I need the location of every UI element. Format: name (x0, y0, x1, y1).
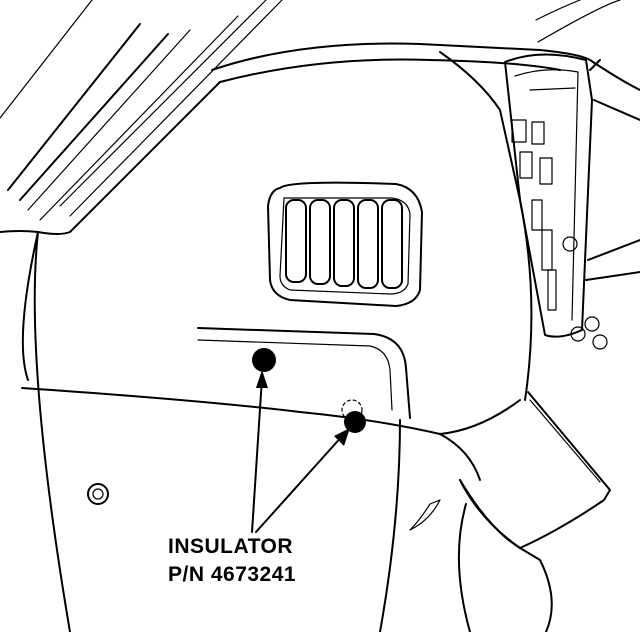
insulator-marker-lower (344, 411, 366, 433)
arrowhead-upper (256, 370, 268, 388)
lower-dash-panel (21, 327, 521, 633)
callout-title: INSULATOR (168, 535, 294, 558)
insulator-markers (252, 348, 366, 433)
arrowhead-lower (334, 428, 350, 446)
insulator-marker-upper (252, 348, 276, 372)
knob (87, 483, 109, 505)
steering-column (409, 391, 611, 633)
callout-part-number: P/N 4673241 (168, 563, 297, 586)
cluster-housing (504, 53, 640, 350)
windshield-edge (0, 0, 283, 221)
side-pillar (0, 81, 221, 633)
callout-leaders (251, 370, 350, 533)
dashboard-pad (211, 0, 640, 401)
air-vent (267, 181, 423, 307)
